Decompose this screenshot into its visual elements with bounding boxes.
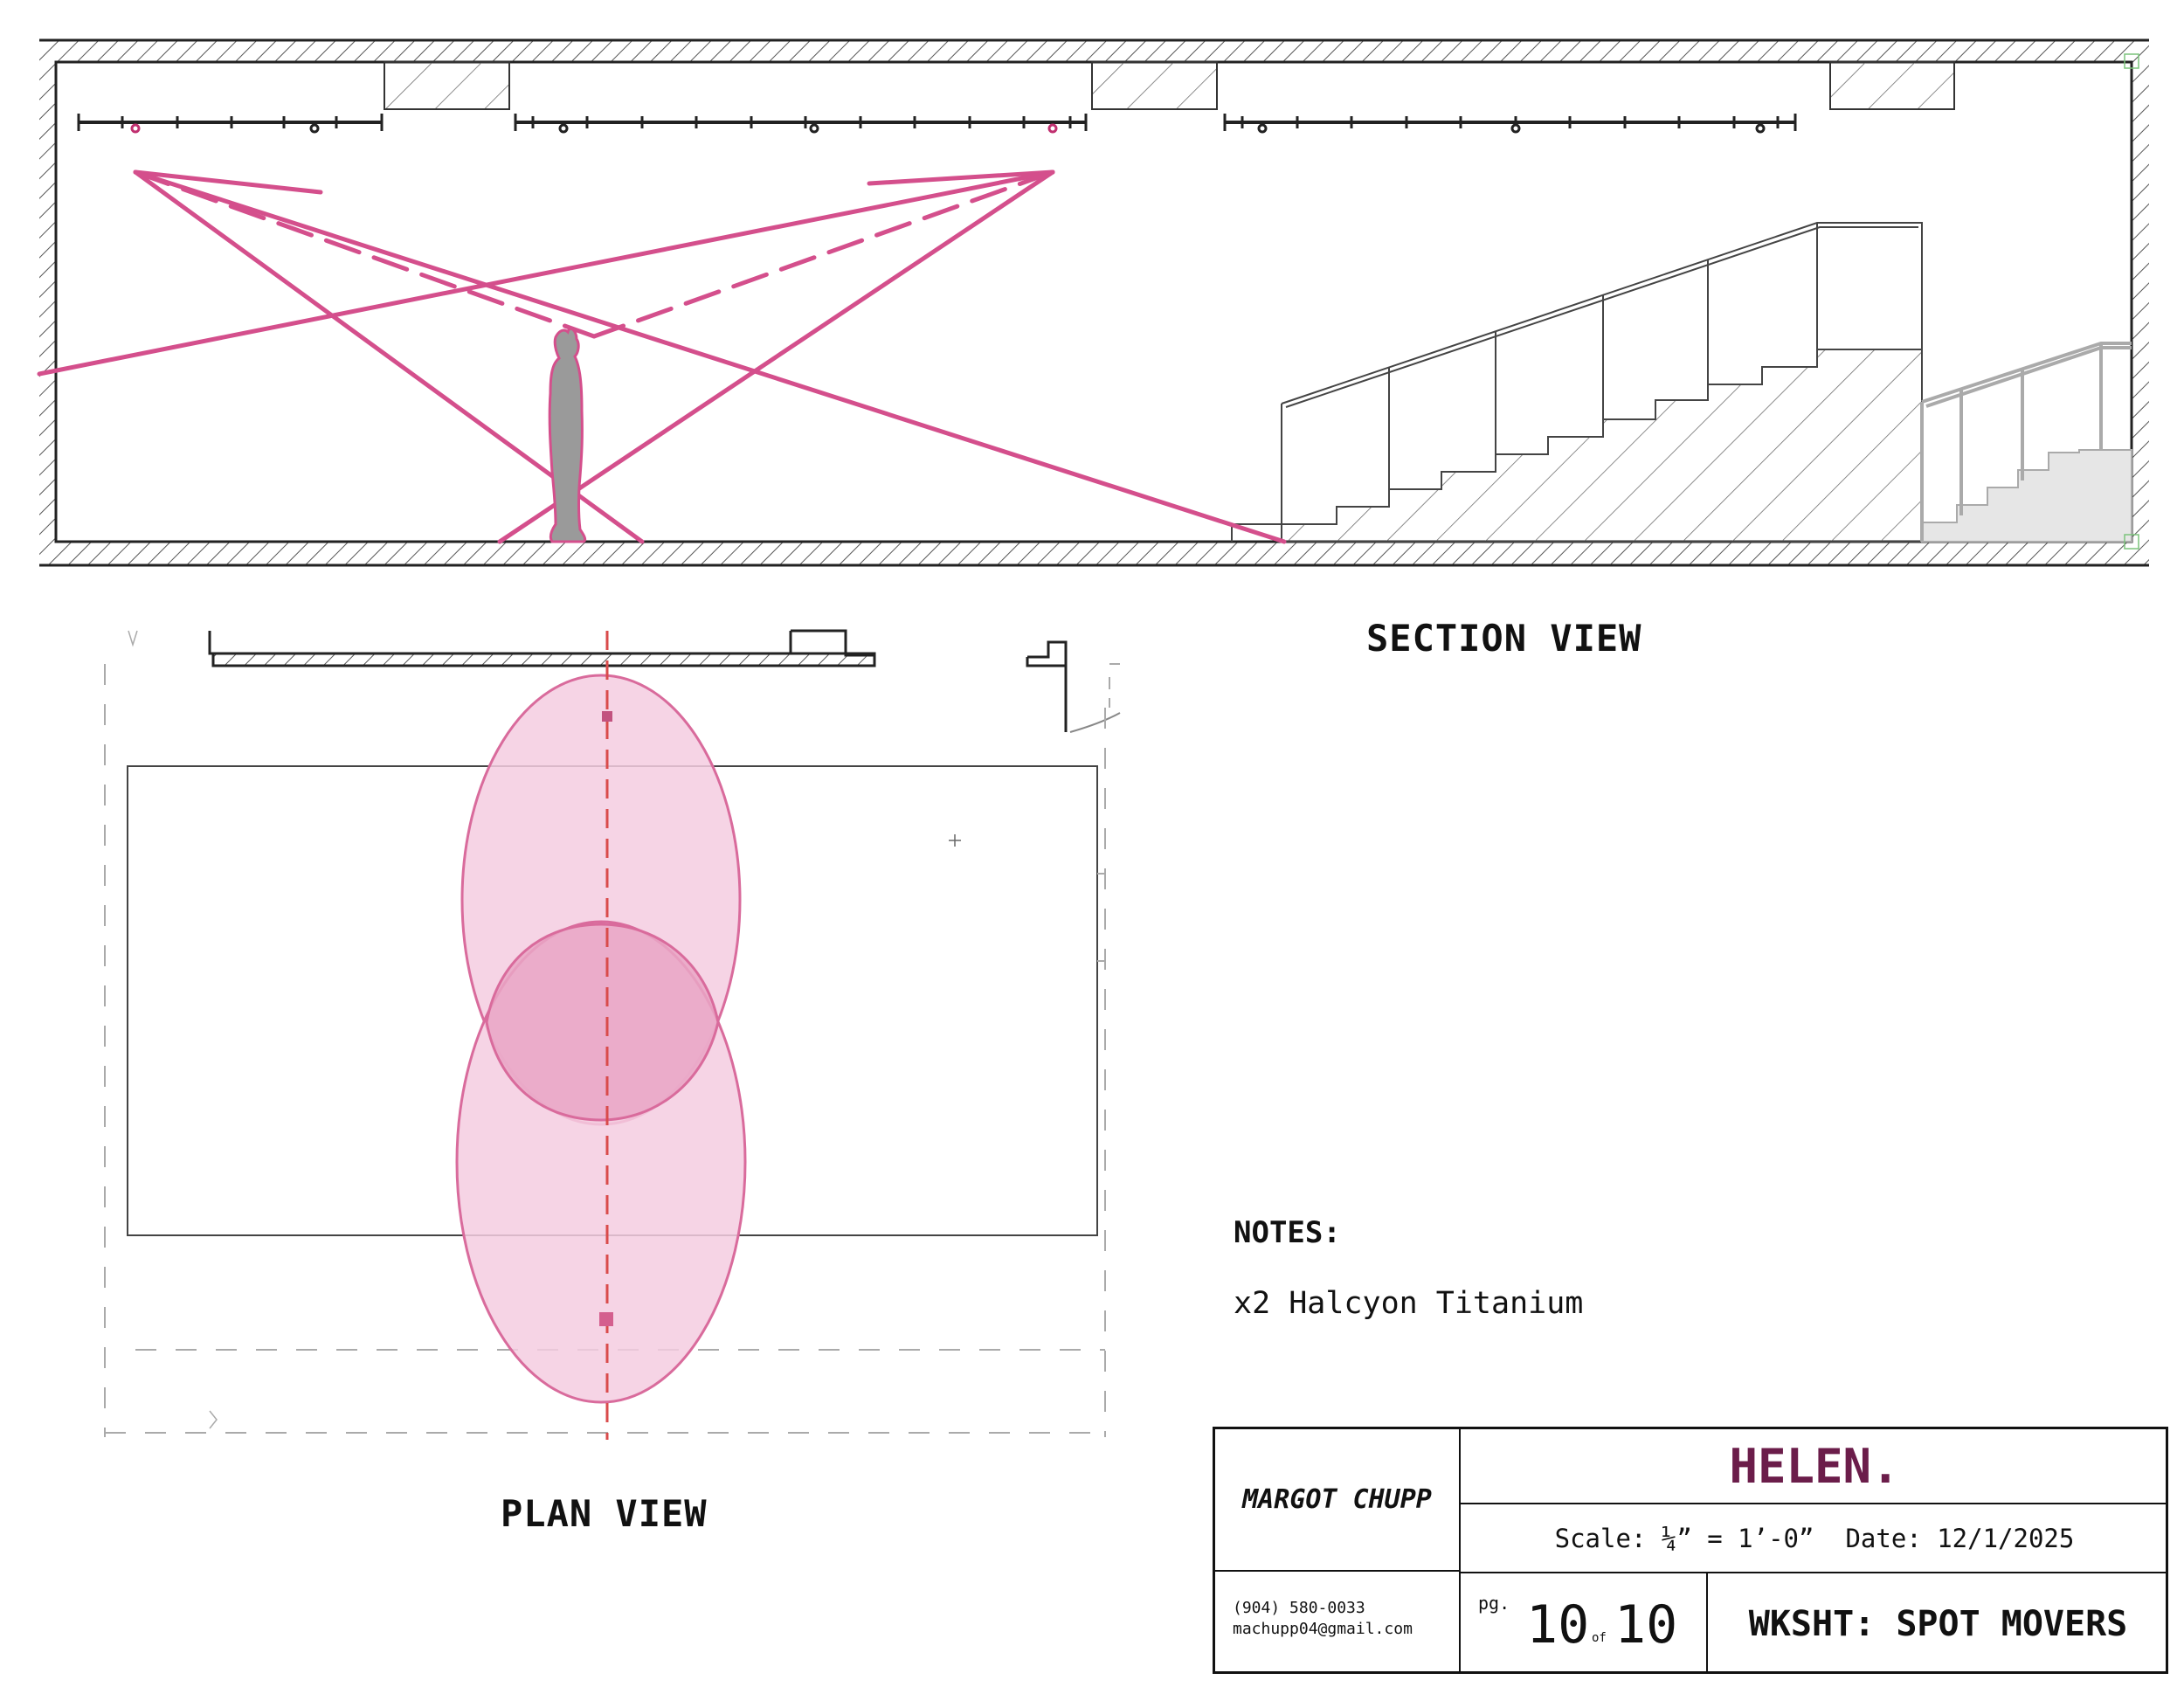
scale-date-row: Scale: ¼” = 1’-0” Date: 12/1/2025 xyxy=(1461,1504,2168,1572)
beam-footprints xyxy=(455,674,747,1404)
ceiling-hatch xyxy=(39,40,2149,62)
project-title: HELEN. xyxy=(1461,1429,2168,1504)
fixture-points xyxy=(130,123,1766,134)
upper-stair xyxy=(1920,342,2132,543)
contact-info: (904) 580-0033 machupp04@gmail.com xyxy=(1215,1572,1461,1674)
page-number: 10 xyxy=(1526,1594,1590,1656)
email-address: machupp04@gmail.com xyxy=(1233,1620,1413,1638)
moving-light-fixture-icon xyxy=(602,711,612,722)
notes-title: NOTES: xyxy=(1234,1215,1341,1250)
moving-light-fixture-icon xyxy=(599,1312,613,1326)
left-wall-hatch xyxy=(39,62,56,542)
beam-overlap xyxy=(485,923,720,1122)
page-total: 10 xyxy=(1614,1594,1678,1656)
date-text: Date: 12/1/2025 xyxy=(1845,1523,2075,1553)
corner-markers xyxy=(2124,53,2139,550)
plan-small-marks xyxy=(128,630,218,1429)
human-figure-icon xyxy=(548,327,587,543)
staircase xyxy=(1231,222,1923,543)
right-wall-hatch xyxy=(2132,62,2149,542)
plan-wall xyxy=(208,629,1068,732)
beam-lines xyxy=(37,169,1287,544)
ceiling-soffits xyxy=(384,61,1955,110)
phone-number: (904) 580-0033 xyxy=(1233,1599,1365,1617)
floor-hatch xyxy=(39,542,2149,565)
designer-name: MARGOT CHUPP xyxy=(1215,1429,1461,1572)
plan-view xyxy=(104,629,1121,1440)
notes-text: x2 Halcyon Titanium xyxy=(1234,1286,1584,1321)
sheet-title: WKSHT: SPOT MOVERS xyxy=(1708,1572,2168,1674)
page-of: of xyxy=(1592,1631,1607,1645)
door-swing xyxy=(1069,712,1121,733)
crosshair-mark xyxy=(949,834,961,847)
page-number-cell: pg. 10 of 10 xyxy=(1461,1572,1708,1674)
page-prefix: pg. xyxy=(1478,1593,1510,1614)
section-view xyxy=(37,38,2149,567)
title-block: MARGOT CHUPP HELEN. Scale: ¼” = 1’-0” Da… xyxy=(1213,1427,2168,1674)
scale-text: Scale: ¼” = 1’-0” xyxy=(1554,1523,1814,1553)
section-view-label: SECTION VIEW xyxy=(1366,617,1642,660)
plan-view-label: PLAN VIEW xyxy=(501,1492,708,1535)
pipe-ticks xyxy=(77,114,1797,131)
